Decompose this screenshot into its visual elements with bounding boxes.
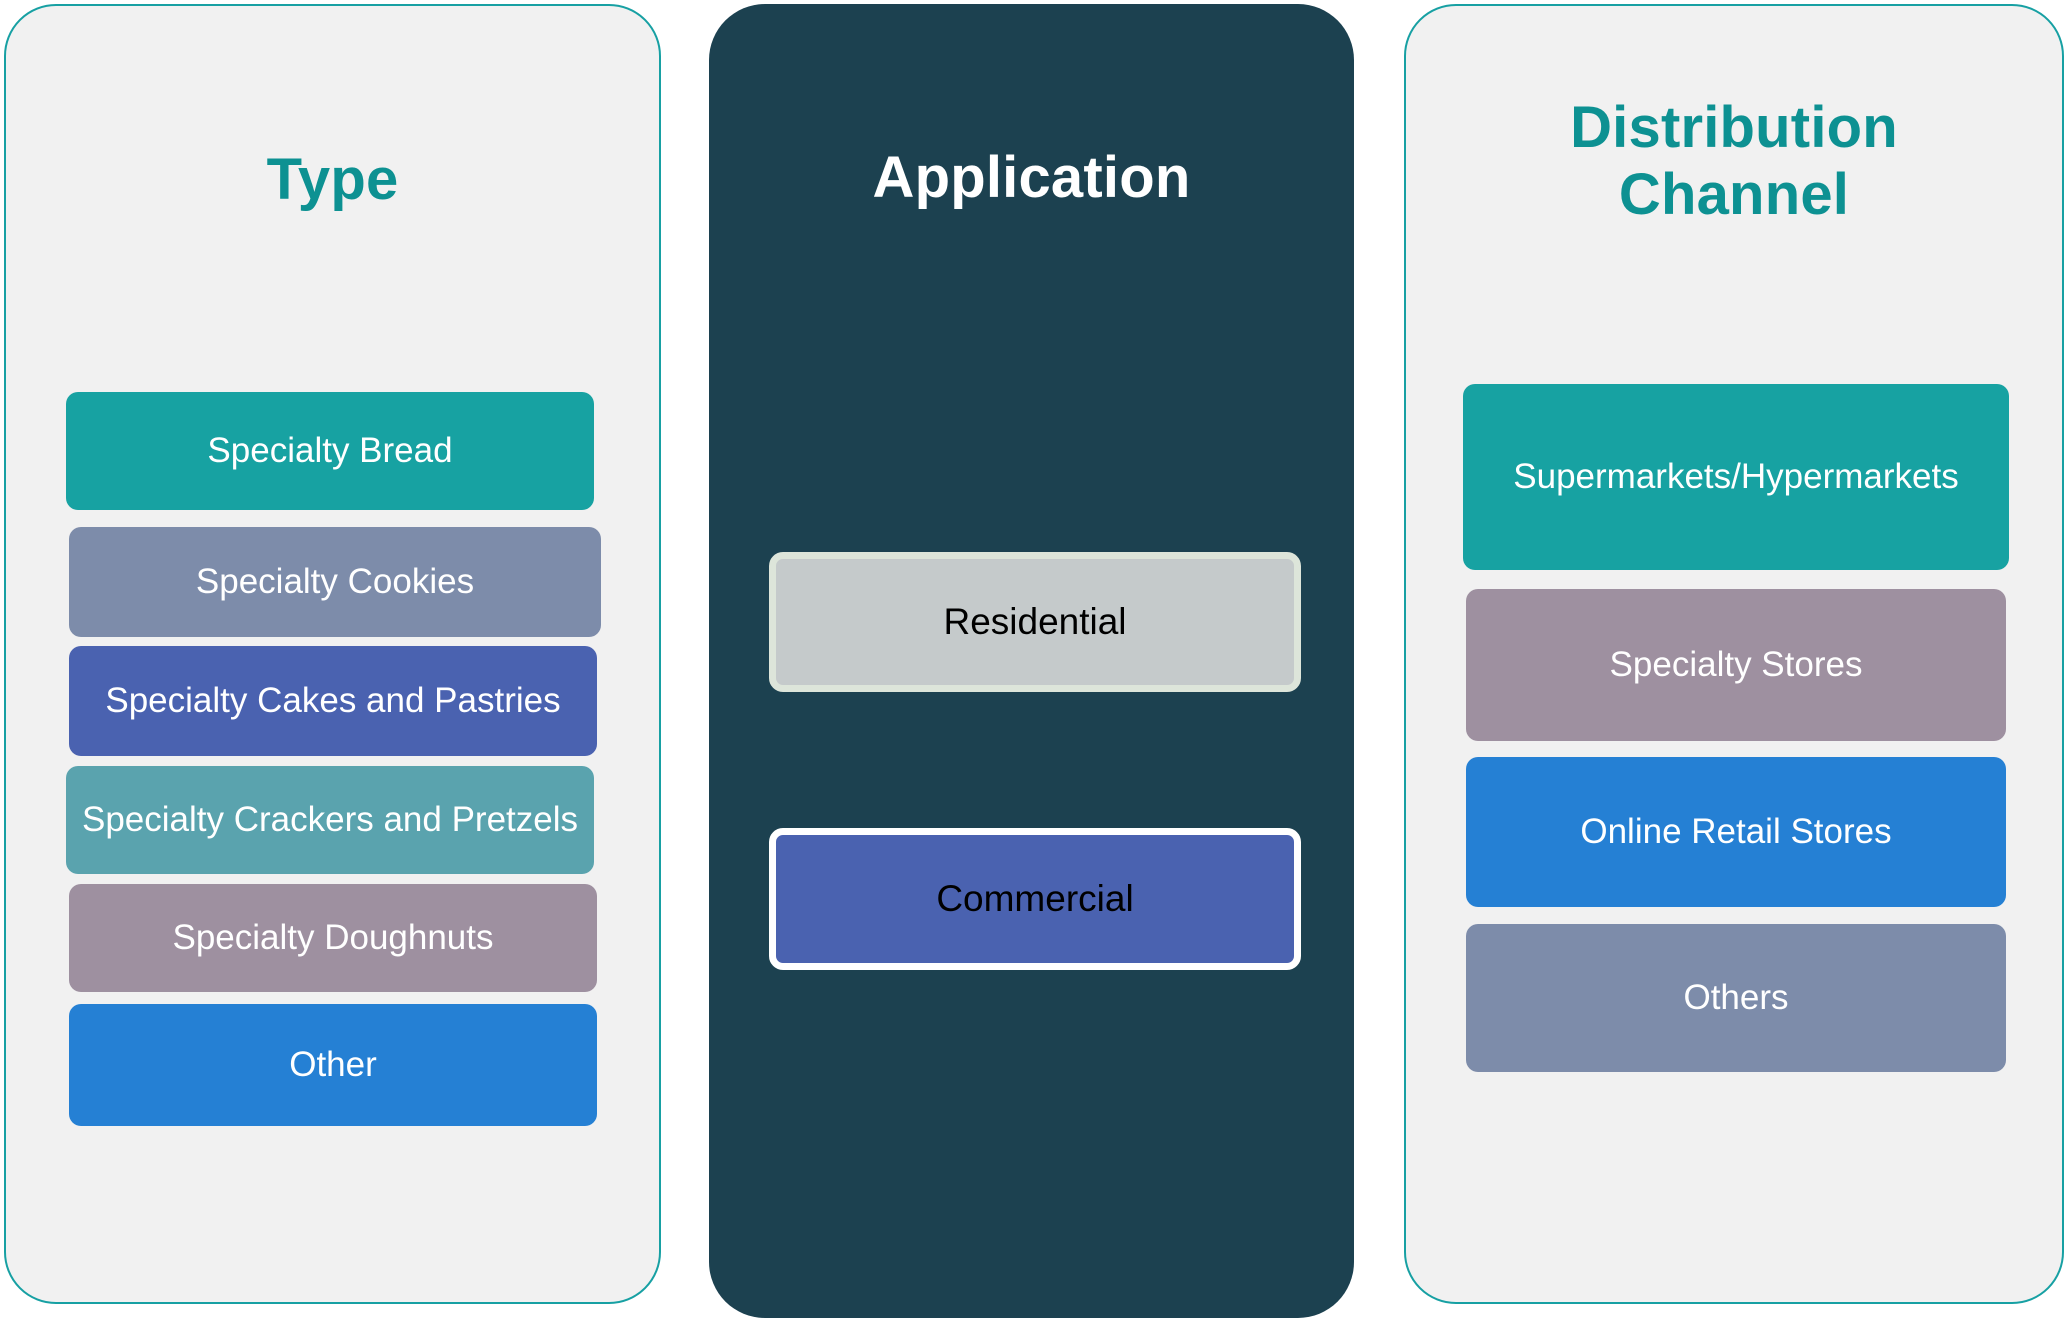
type-item-specialty-doughnuts[interactable]: Specialty Doughnuts — [69, 884, 597, 992]
type-item-label: Specialty Bread — [207, 431, 453, 471]
type-item-label: Specialty Doughnuts — [172, 918, 494, 958]
distribution-item-label: Specialty Stores — [1609, 645, 1863, 685]
type-item-label: Specialty Cookies — [195, 562, 475, 602]
type-item-label: Specialty Crackers and Pretzels — [81, 800, 579, 840]
distribution-item-label: Supermarkets/Hypermarkets — [1513, 457, 1959, 497]
application-item-label: Residential — [943, 601, 1127, 642]
column-title-distribution-channel: Distribution Channel — [1570, 95, 1898, 228]
column-title-type: Type — [266, 147, 399, 212]
type-item-label: Specialty Cakes and Pastries — [105, 681, 561, 721]
column-application: Application Residential Commercial — [709, 4, 1354, 1318]
application-item-label: Commercial — [936, 878, 1134, 919]
type-item-other[interactable]: Other — [69, 1004, 597, 1126]
distribution-item-label: Others — [1683, 978, 1789, 1018]
distribution-item-specialty-stores[interactable]: Specialty Stores — [1466, 589, 2006, 741]
distribution-item-supermarkets-hypermarkets[interactable]: Supermarkets/Hypermarkets — [1463, 384, 2009, 570]
distribution-item-list: Supermarkets/Hypermarkets Specialty Stor… — [1463, 384, 2009, 1072]
column-title-application: Application — [872, 145, 1191, 210]
application-item-list: Residential Commercial — [769, 552, 1301, 970]
distribution-item-others[interactable]: Others — [1466, 924, 2006, 1072]
type-item-specialty-bread[interactable]: Specialty Bread — [66, 392, 594, 510]
type-item-specialty-cookies[interactable]: Specialty Cookies — [69, 527, 601, 637]
type-item-specialty-cakes-and-pastries[interactable]: Specialty Cakes and Pastries — [69, 646, 597, 756]
distribution-item-label: Online Retail Stores — [1580, 812, 1892, 852]
distribution-item-online-retail-stores[interactable]: Online Retail Stores — [1466, 757, 2006, 907]
application-item-residential[interactable]: Residential — [769, 552, 1301, 692]
application-item-commercial[interactable]: Commercial — [769, 828, 1301, 970]
type-item-list: Specialty Bread Specialty Cookies Specia… — [66, 392, 601, 1126]
type-item-label: Other — [289, 1045, 377, 1085]
type-item-specialty-crackers-and-pretzels[interactable]: Specialty Crackers and Pretzels — [66, 766, 594, 874]
column-type: Type Specialty Bread Specialty Cookies S… — [4, 4, 661, 1304]
column-distribution-channel: Distribution Channel Supermarkets/Hyperm… — [1404, 4, 2064, 1304]
